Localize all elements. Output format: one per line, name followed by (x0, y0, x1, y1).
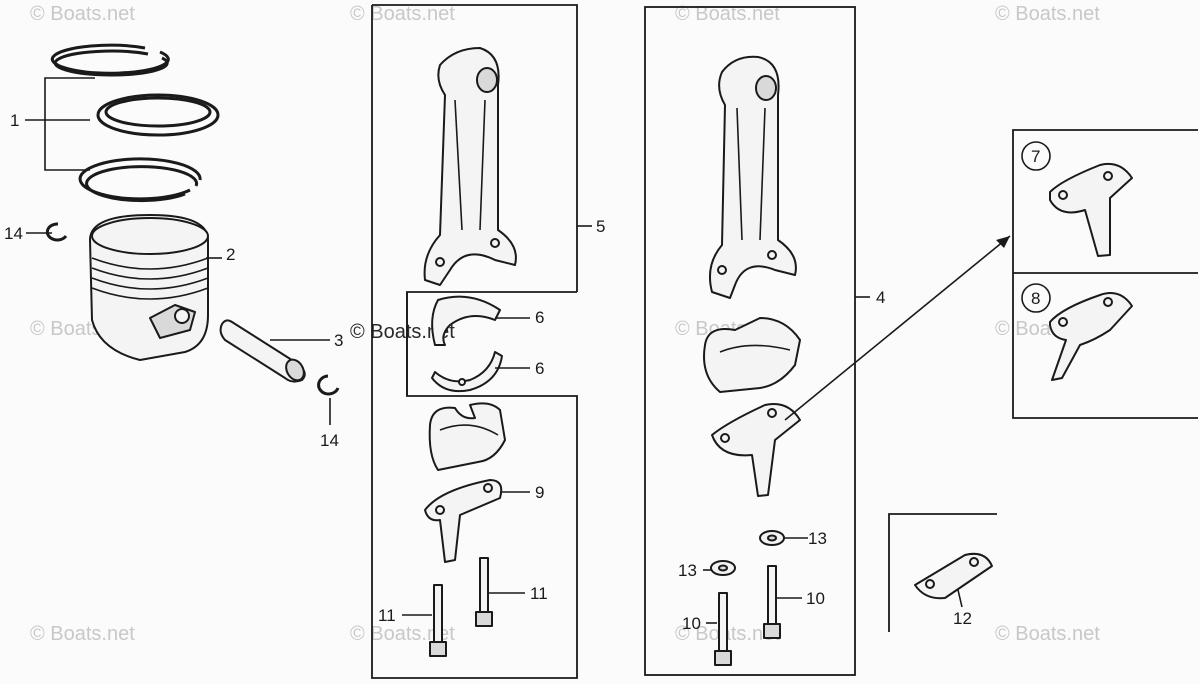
watermark-center: © Boats.net (350, 321, 455, 343)
callout-13-left: 13 (678, 561, 697, 580)
callout-5: 5 (596, 217, 605, 236)
leader-line (957, 589, 963, 608)
callout-8: 8 (1031, 289, 1040, 308)
watermark: © Boats.net (350, 623, 455, 645)
bearing-lower (431, 351, 503, 393)
piston-pin (219, 319, 306, 383)
leader-bracket (44, 77, 95, 171)
lock-plate (424, 479, 503, 563)
callout-9: 9 (535, 483, 544, 502)
callout-13-right: 13 (808, 529, 827, 548)
circle-callout-8 (1021, 283, 1051, 313)
piston (89, 214, 209, 361)
callout-11-left: 11 (378, 606, 396, 625)
callout-10-left: 10 (682, 614, 701, 633)
bearing-upper (431, 295, 501, 346)
lock-plate-right (711, 403, 801, 497)
bolt-10-left (714, 592, 732, 666)
washer-13-right (759, 530, 785, 546)
bolt-11-left (429, 584, 447, 657)
callout-14-upper: 14 (4, 224, 23, 243)
bolt-11-right (475, 557, 493, 627)
circlip-upper (45, 222, 68, 242)
callout-14-lower: 14 (320, 431, 339, 450)
washer-13-left (710, 560, 736, 576)
callout-10-right: 10 (806, 589, 825, 608)
watermark-layer: © Boats.net © Boats.net © Boats.net © Bo… (30, 3, 1100, 645)
lock-plate-variant-8 (1049, 292, 1133, 381)
callout-12: 12 (953, 609, 972, 628)
detail-box-plate (888, 513, 997, 632)
callout-6-lower: 6 (535, 359, 544, 378)
rod-cap-right (703, 317, 801, 393)
detail-arrow-head (996, 236, 1010, 248)
detail-box-variants (1012, 129, 1198, 419)
callout-6-upper: 6 (535, 308, 544, 327)
callout-1: 1 (10, 111, 19, 130)
watermark: © Boats.net (30, 623, 135, 645)
piston-rings (50, 43, 220, 203)
connecting-rod-left (423, 47, 517, 286)
watermark: © Boats.net (350, 3, 455, 25)
watermark: © Boats.net (675, 3, 780, 25)
circle-callout-7 (1021, 141, 1051, 171)
callout-7: 7 (1031, 147, 1040, 166)
lock-plate-variant-7 (1049, 162, 1133, 257)
watermark: © Boats.net (995, 623, 1100, 645)
detail-arrow-line (784, 235, 1011, 421)
group-box-connecting-rod-assembly (644, 6, 856, 676)
rod-cap-left (428, 402, 506, 471)
connecting-rod-right (709, 55, 797, 299)
circlip-lower (317, 374, 340, 396)
callout-2: 2 (226, 245, 235, 264)
watermark: © Boats.net (30, 3, 135, 25)
callout-11-right: 11 (530, 584, 548, 603)
bolt-10-right (763, 565, 781, 639)
callout-3: 3 (334, 331, 343, 350)
watermark: © Boats.net (995, 3, 1100, 25)
spacer-plate (914, 552, 993, 600)
callout-4: 4 (876, 288, 885, 307)
